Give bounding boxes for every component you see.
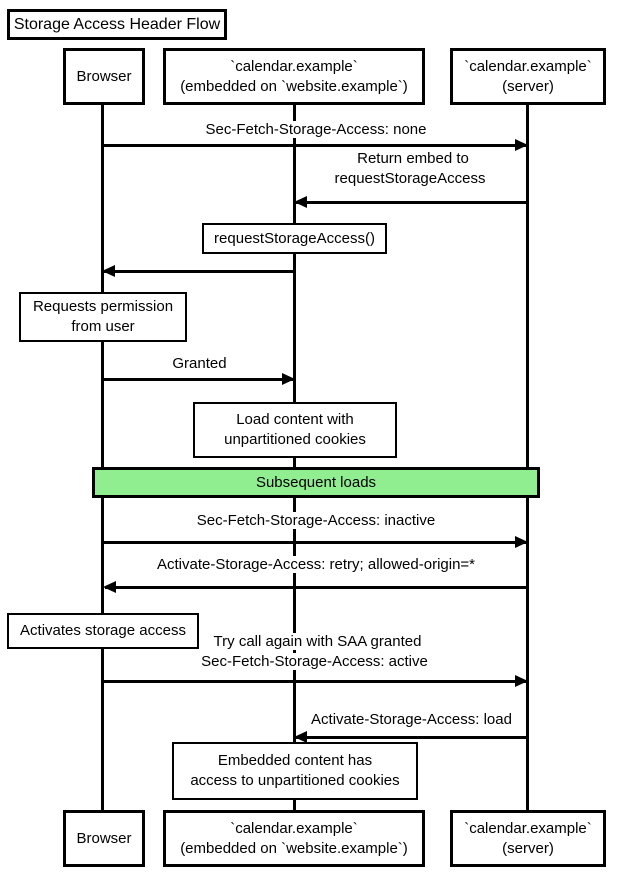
message-label-granted: Granted [104,354,295,374]
lifeline-browser [101,105,104,810]
participant-browser-top: Browser [63,48,145,105]
participant-browser-bottom: Browser [63,810,145,867]
participant-embedded-label-bottom: `calendar.example` (embedded on `website… [176,818,412,859]
note-embedded-content: Embedded content has access to unpartiti… [172,742,418,800]
note-request-storage-access: requestStorageAccess() [202,223,387,254]
participant-browser-label: Browser [72,66,136,87]
participant-server-label-bottom: `calendar.example` (server) [460,818,596,859]
participant-embedded-bottom: `calendar.example` (embedded on `website… [163,810,425,867]
subsequent-loads-band: Subsequent loads [92,467,540,498]
participant-embedded-top: `calendar.example` (embedded on `website… [163,48,425,105]
arrow-activate-retry [103,581,526,593]
message-label-activate-load: Activate-Storage-Access: load [295,710,528,730]
participant-browser-label-bottom: Browser [72,828,136,849]
message-label-sec-fetch-none: Sec-Fetch-Storage-Access: none [104,120,528,140]
arrow-granted [104,373,295,385]
diagram-title: Storage Access Header Flow [13,15,221,33]
participant-embedded-label: `calendar.example` (embedded on `website… [176,56,412,97]
message-label-activate-retry: Activate-Storage-Access: retry; allowed-… [104,555,528,575]
arrow-activate-load [294,731,528,743]
note-requests-permission: Requests permission from user [19,292,187,342]
arrow-sec-fetch-none [104,139,528,151]
note-load-content: Load content with unpartitioned cookies [193,402,397,458]
message-label-return-embed: Return embed to requestStorageAccess [295,149,528,189]
participant-server-label: `calendar.example` (server) [460,56,596,97]
arrow-requeststorageaccess-call [102,265,295,277]
diagram-title-box: Storage Access Header Flow [7,9,227,40]
arrow-sec-fetch-inactive [104,536,528,548]
note-activates-storage: Activates storage access [7,613,199,649]
arrow-return-embed [294,196,528,208]
lifeline-server [526,105,529,810]
subsequent-loads-label: Subsequent loads [255,473,377,491]
message-label-sec-fetch-inactive: Sec-Fetch-Storage-Access: inactive [104,511,528,531]
participant-server-bottom: `calendar.example` (server) [450,810,606,867]
message-label-try-call-again: Try call again with SAA granted Sec-Fetc… [104,632,528,672]
participant-server-top: `calendar.example` (server) [450,48,606,105]
arrow-try-call-again [104,675,528,687]
